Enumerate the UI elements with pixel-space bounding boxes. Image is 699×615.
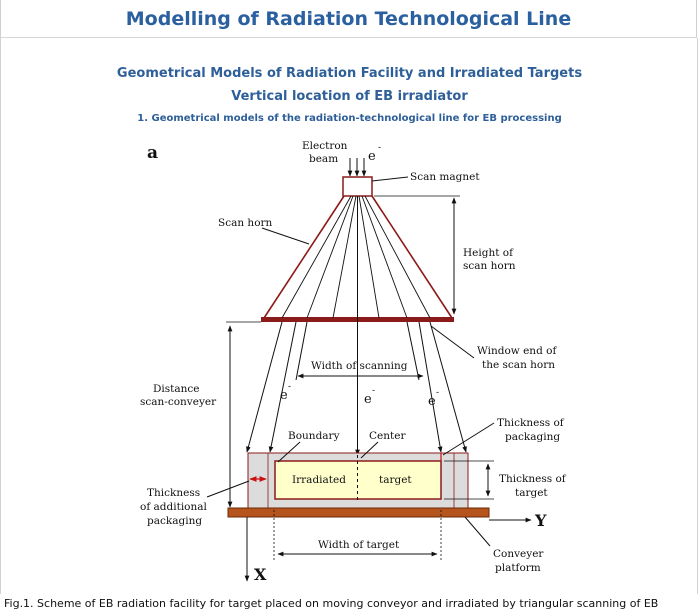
thickness-of-packaging-leader — [442, 422, 495, 456]
ray-e-label-center: e — [364, 392, 372, 407]
window-end-leader — [430, 325, 475, 359]
scan-conveyer-label: scan-conveyer — [140, 396, 217, 408]
x-axis-label: X — [254, 565, 267, 584]
additional-packaging-leader — [206, 480, 250, 498]
frame-right-border — [697, 38, 698, 594]
panel-letter: a — [147, 143, 158, 163]
ray-e-superscript-left: - — [288, 382, 291, 392]
center-label: Center — [369, 430, 406, 442]
scan-horn-short-label: scan horn — [463, 260, 516, 272]
scan-horn-label: Scan horn — [218, 217, 273, 229]
figure-caption: Fig.1. Scheme of EB radiation facility f… — [4, 597, 659, 610]
ray-e-superscript-right: - — [436, 388, 439, 398]
center-leader — [360, 441, 379, 459]
thickness-of-target-label-1: Thickness of — [499, 473, 567, 485]
scan-rays-below-window — [246, 321, 467, 456]
figure-heading: 1. Geometrical models of the radiation-t… — [137, 113, 562, 124]
y-axis-label: Y — [534, 511, 547, 530]
page-title: Modelling of Radiation Technological Lin… — [125, 7, 572, 30]
the-scan-horn-label: the scan horn — [482, 359, 555, 371]
location-subtitle: Vertical location of EB irradiator — [231, 89, 468, 104]
page-header: Modelling of Radiation Technological Lin… — [0, 0, 697, 38]
thickness-of-target-label-2: target — [515, 487, 548, 499]
width-of-target-label: Width of target — [318, 539, 400, 551]
boundary-leader — [277, 441, 301, 463]
height-of-label: Height of — [463, 247, 514, 259]
electron-label: Electron — [302, 140, 348, 152]
target-word-label: target — [379, 474, 412, 486]
thickness-of-packaging-label-2: packaging — [505, 431, 560, 443]
conveyer-platform — [227, 507, 490, 518]
scan-horn-leader — [261, 227, 310, 245]
platform-label: platform — [495, 562, 541, 574]
conveyer-label: Conveyer — [493, 548, 544, 560]
thickness-label: Thickness — [147, 487, 200, 499]
scan-magnet-label: Scan magnet — [410, 171, 480, 183]
packaging-2-label: packaging — [147, 515, 202, 527]
incoming-beam-arrows — [347, 158, 367, 177]
distance-label: Distance — [153, 383, 200, 395]
boundary-label: Boundary — [288, 430, 340, 442]
beam-e-superscript: - — [378, 143, 381, 153]
ray-e-superscript-center: - — [372, 386, 375, 396]
of-additional-label: of additional — [140, 501, 208, 513]
window-end-label: Window end of — [477, 345, 557, 357]
scan-magnet-box — [342, 176, 373, 197]
scan-rays-in-horn — [281, 195, 431, 319]
width-of-scanning-label: Width of scanning — [311, 360, 408, 372]
beam-e-label: e — [368, 149, 376, 164]
scan-magnet-leader — [371, 176, 409, 182]
scan-horn — [263, 195, 453, 319]
frame-left-border — [0, 38, 1, 594]
section-subtitle: Geometrical Models of Radiation Facility… — [116, 66, 583, 81]
ray-e-label-right: e — [428, 394, 436, 409]
beam-label: beam — [309, 153, 338, 165]
irradiated-label: Irradiated — [292, 474, 346, 486]
conveyer-leader — [464, 516, 491, 547]
ray-e-label-left: e — [280, 388, 288, 403]
thickness-of-packaging-label-1: Thickness of — [497, 417, 565, 429]
